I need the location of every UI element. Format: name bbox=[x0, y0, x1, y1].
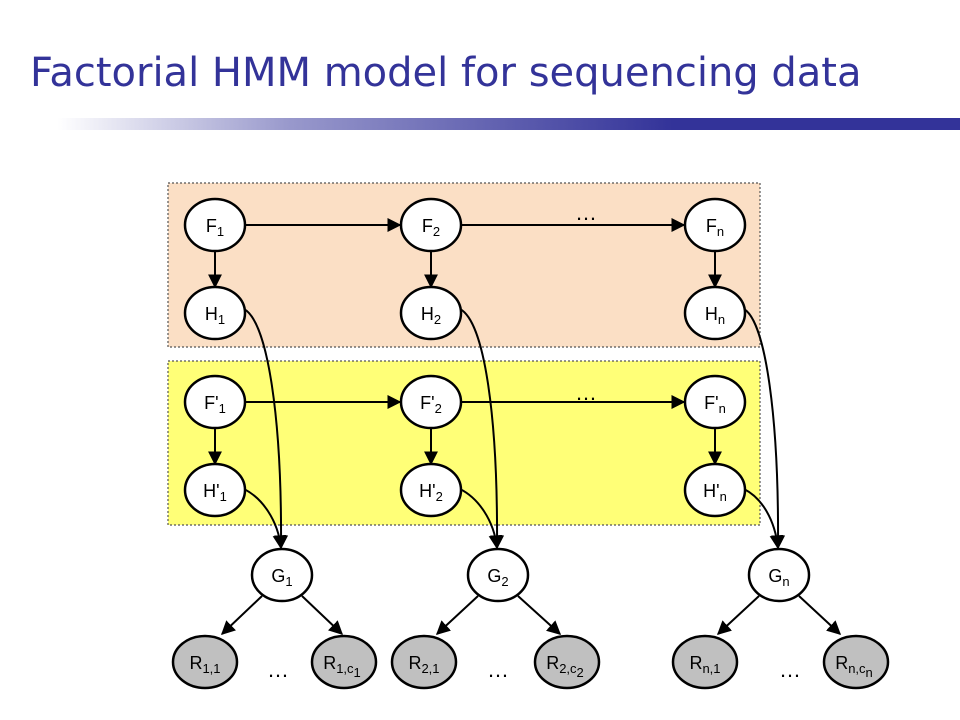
edge-gn-rn1 bbox=[716, 595, 760, 635]
svg-text:Rn,cn: Rn,cn bbox=[835, 653, 873, 680]
ellipsis-reads-n: … bbox=[779, 657, 801, 682]
svg-text:H'2: H'2 bbox=[419, 481, 443, 504]
svg-text:H'1: H'1 bbox=[203, 481, 227, 504]
node-h1: H1 bbox=[183, 285, 247, 341]
edge-g2-r2c bbox=[517, 595, 562, 635]
lower-chain-band bbox=[167, 360, 761, 526]
edge-g1-r1c bbox=[301, 595, 344, 635]
node-h2: H2 bbox=[399, 285, 463, 341]
node-f1: F1 bbox=[183, 197, 247, 253]
svg-text:H'n: H'n bbox=[703, 481, 727, 504]
svg-text:Fn: Fn bbox=[706, 216, 724, 239]
title-underline-bar bbox=[0, 118, 960, 130]
edge-hp1-g1 bbox=[243, 488, 287, 550]
node-r-1-1: R1,1 bbox=[171, 634, 239, 690]
svg-text:F1: F1 bbox=[206, 216, 224, 239]
svg-text:F'n: F'n bbox=[704, 393, 726, 416]
ellipsis-lower: … bbox=[575, 380, 597, 405]
node-hn: Hn bbox=[683, 285, 747, 341]
node-fn: Fn bbox=[683, 197, 747, 253]
svg-text:Hn: Hn bbox=[705, 304, 725, 327]
svg-text:F'2: F'2 bbox=[420, 393, 442, 416]
slide-title: Factorial HMM model for sequencing data bbox=[30, 50, 862, 96]
edge-g2-r21 bbox=[435, 595, 479, 635]
node-gn: Gn bbox=[747, 547, 811, 603]
svg-text:R1,c1: R1,c1 bbox=[323, 653, 361, 680]
node-r-2-c2: R2,c2 bbox=[533, 634, 601, 690]
node-g2: G2 bbox=[466, 547, 530, 603]
svg-text:Gn: Gn bbox=[768, 566, 789, 589]
svg-text:F2: F2 bbox=[422, 216, 440, 239]
node-hpn: H'n bbox=[683, 462, 747, 518]
ellipsis-reads-1: … bbox=[267, 657, 289, 682]
upper-chain-band bbox=[167, 182, 761, 348]
ellipsis-reads-2: … bbox=[487, 657, 509, 682]
node-hp1: H'1 bbox=[183, 462, 247, 518]
edge-h1-g1 bbox=[243, 308, 289, 550]
node-r-1-c1: R1,c1 bbox=[310, 634, 378, 690]
edge-hp2-g2 bbox=[459, 488, 503, 550]
svg-text:Rn,1: Rn,1 bbox=[689, 653, 720, 676]
node-fpn: F'n bbox=[683, 374, 747, 430]
node-hp2: H'2 bbox=[399, 462, 463, 518]
svg-text:R2,c2: R2,c2 bbox=[546, 653, 584, 680]
node-r-n-1: Rn,1 bbox=[671, 634, 739, 690]
svg-text:F'1: F'1 bbox=[204, 393, 226, 416]
node-f2: F2 bbox=[399, 197, 463, 253]
ellipsis-upper: … bbox=[575, 200, 597, 225]
edge-hpn-gn bbox=[743, 488, 784, 550]
node-g1: G1 bbox=[250, 547, 314, 603]
node-r-n-cn: Rn,cn bbox=[822, 634, 890, 690]
node-r-2-1: R2,1 bbox=[390, 634, 458, 690]
edge-h2-g2 bbox=[459, 308, 505, 550]
svg-text:H1: H1 bbox=[205, 304, 225, 327]
svg-text:G2: G2 bbox=[487, 566, 508, 589]
node-fp1: F'1 bbox=[183, 374, 247, 430]
svg-text:H2: H2 bbox=[421, 304, 441, 327]
edge-g1-r11 bbox=[220, 595, 263, 635]
node-fp2: F'2 bbox=[399, 374, 463, 430]
edge-gn-rnc bbox=[798, 595, 842, 635]
edge-hn-gn bbox=[743, 308, 786, 550]
svg-text:R2,1: R2,1 bbox=[408, 653, 439, 676]
svg-text:R1,1: R1,1 bbox=[189, 653, 220, 676]
svg-text:G1: G1 bbox=[271, 566, 292, 589]
